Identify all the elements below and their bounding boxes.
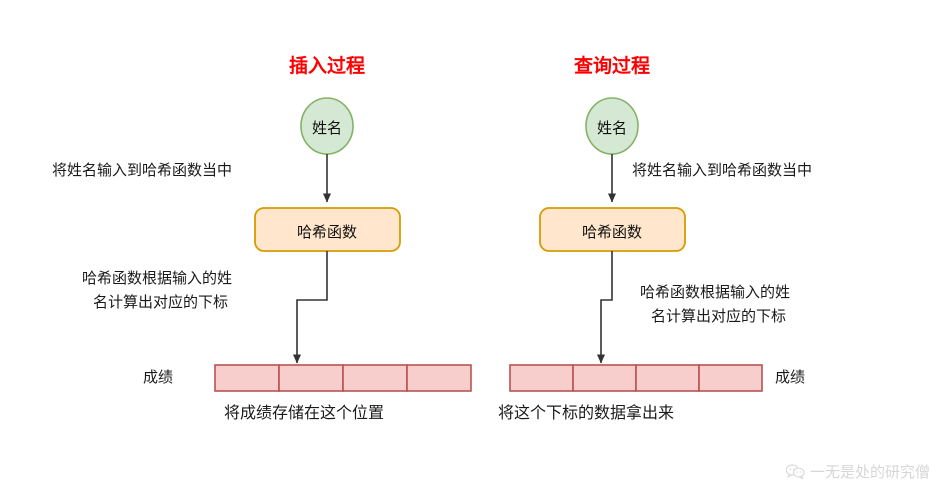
left-start-node-label: 姓名: [311, 119, 342, 137]
right-array-label: 成绩: [775, 368, 806, 386]
right-edge-2-label-line1: 哈希函数根据输入的姓: [640, 283, 791, 301]
right-array-cell[interactable]: [635, 364, 700, 392]
left-process-node-label: 哈希函数: [296, 223, 357, 241]
left-array-cell[interactable]: [342, 364, 408, 392]
right-flow-title: 查询过程: [573, 55, 650, 77]
left-flow-title: 插入过程: [288, 55, 365, 77]
right-start-node-label: 姓名: [596, 119, 627, 137]
left-array-label: 成绩: [143, 368, 174, 386]
wechat-bubbles-icon: [786, 464, 805, 479]
left-edge-2: [293, 251, 328, 364]
left-edge-2-label-line2: 名计算出对应的下标: [93, 293, 229, 311]
left-edge-1-label: 将姓名输入到哈希函数当中: [52, 161, 233, 179]
right-process-node-label: 哈希函数: [581, 223, 642, 241]
watermark-text: 一无是处的研究僧: [810, 463, 931, 481]
right-edge-1-label: 将姓名输入到哈希函数当中: [632, 161, 813, 179]
right-edge-2: [597, 251, 613, 364]
left-caption: 将成绩存储在这个位置: [224, 403, 385, 422]
right-edge-2-label-line2: 名计算出对应的下标: [651, 307, 787, 325]
right-array-cell[interactable]: [509, 364, 574, 392]
left-array-cell[interactable]: [278, 364, 344, 392]
left-edge-2-label-line1: 哈希函数根据输入的姓: [82, 269, 233, 287]
left-array-cell[interactable]: [214, 364, 280, 392]
right-caption: 将这个下标的数据拿出来: [498, 403, 675, 422]
right-array-cell[interactable]: [572, 364, 637, 392]
left-array-cell[interactable]: [406, 364, 472, 392]
right-array-cell[interactable]: [698, 364, 763, 392]
watermark: 一无是处的研究僧: [786, 461, 930, 482]
